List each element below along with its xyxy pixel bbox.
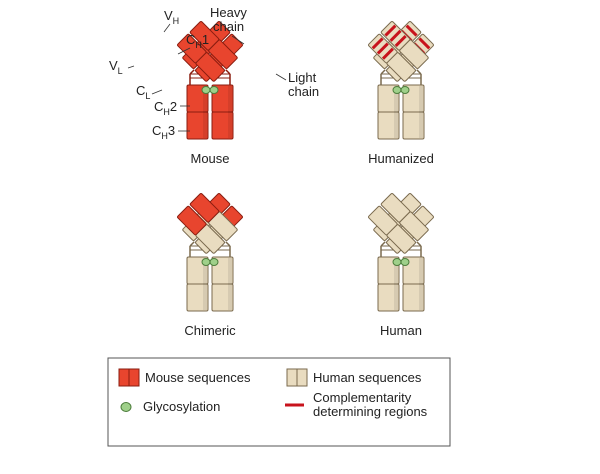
glycosylation-site [392,86,402,94]
antibody-figures [177,21,434,312]
fab-arm-right [177,193,238,254]
glycosylation-site [201,258,211,266]
glycosylation-site [400,86,410,94]
cdr-band [418,37,431,50]
fc-shade [394,258,398,310]
label-ch3: CH3 [152,123,175,141]
label-ch2: CH2 [154,99,177,117]
legend-frame [107,357,451,447]
caption-chimeric: Chimeric [184,323,236,338]
cdr-band [405,24,418,37]
caption-humanized: Humanized [368,151,434,166]
antibody-humanized [368,21,434,140]
legend-glycosylation: Glycosylation [143,399,220,414]
leader-light-chain [275,73,287,81]
fc-column-right [211,256,234,312]
glycosylation-site [400,258,410,266]
vl-domain [380,193,411,223]
fc-column-left [377,256,400,312]
legend-mouse-sequences: Mouse sequences [145,370,251,385]
label-cl: CL [136,83,150,101]
ch3-domain [377,283,400,312]
fc-column-left [377,84,400,140]
leader-ch1 [177,47,191,55]
legend: Mouse sequences Human sequences Glycosyl… [107,357,451,447]
cdr-band [384,24,397,37]
fc-shade [394,86,398,138]
vh-domain [177,205,207,236]
fc-shade [228,258,232,310]
captions: Mouse Humanized Chimeric Human [184,151,434,338]
label-ch1: CH1 [186,32,209,50]
vh-domain [368,205,398,236]
leader-vh [163,23,171,33]
caption-mouse: Mouse [190,151,229,166]
ch3-domain [402,111,425,140]
fc-shade [203,86,207,138]
vl-domain [189,21,220,51]
ch3-domain [186,111,209,140]
vh-domain [177,33,207,64]
glycosylation-site [209,258,219,266]
leader-cl [151,89,163,95]
ch3-domain [211,111,234,140]
cdr-band [394,34,407,47]
caption-human: Human [380,323,422,338]
glycosylation-site [392,258,402,266]
fc-shade [419,258,423,310]
fab-arm-right [368,193,429,254]
leader-vl [127,65,135,69]
cdr-band [389,29,402,42]
antibody-chimeric [177,193,243,312]
legend-human-swatch [286,368,308,387]
leader-heavy-chain [231,35,245,45]
fc-column-left [186,256,209,312]
vl-domain [189,193,220,223]
legend-human-sequences: Human sequences [313,370,422,385]
cdr-band [381,47,394,60]
antibody-human [368,193,434,312]
cdr-band [376,42,389,55]
fc-shade [228,86,232,138]
ch3-domain [402,283,425,312]
ch3-domain [377,111,400,140]
legend-glycosylation-icon [120,402,132,412]
fc-shade [203,258,207,310]
glycosylation-site [201,86,211,94]
cdr-band [371,37,384,50]
antibody-mouse [177,21,243,140]
legend-mouse-swatch [118,368,140,387]
fc-shade [419,86,423,138]
glycosylation-site [209,86,219,94]
fab-arm-right [177,21,238,82]
fab-arm-right [368,21,429,82]
ch3-domain [186,283,209,312]
ch3-domain [211,283,234,312]
fc-column-right [402,84,425,140]
label-vl: VL [109,58,123,76]
label-vh: VH [164,8,179,26]
